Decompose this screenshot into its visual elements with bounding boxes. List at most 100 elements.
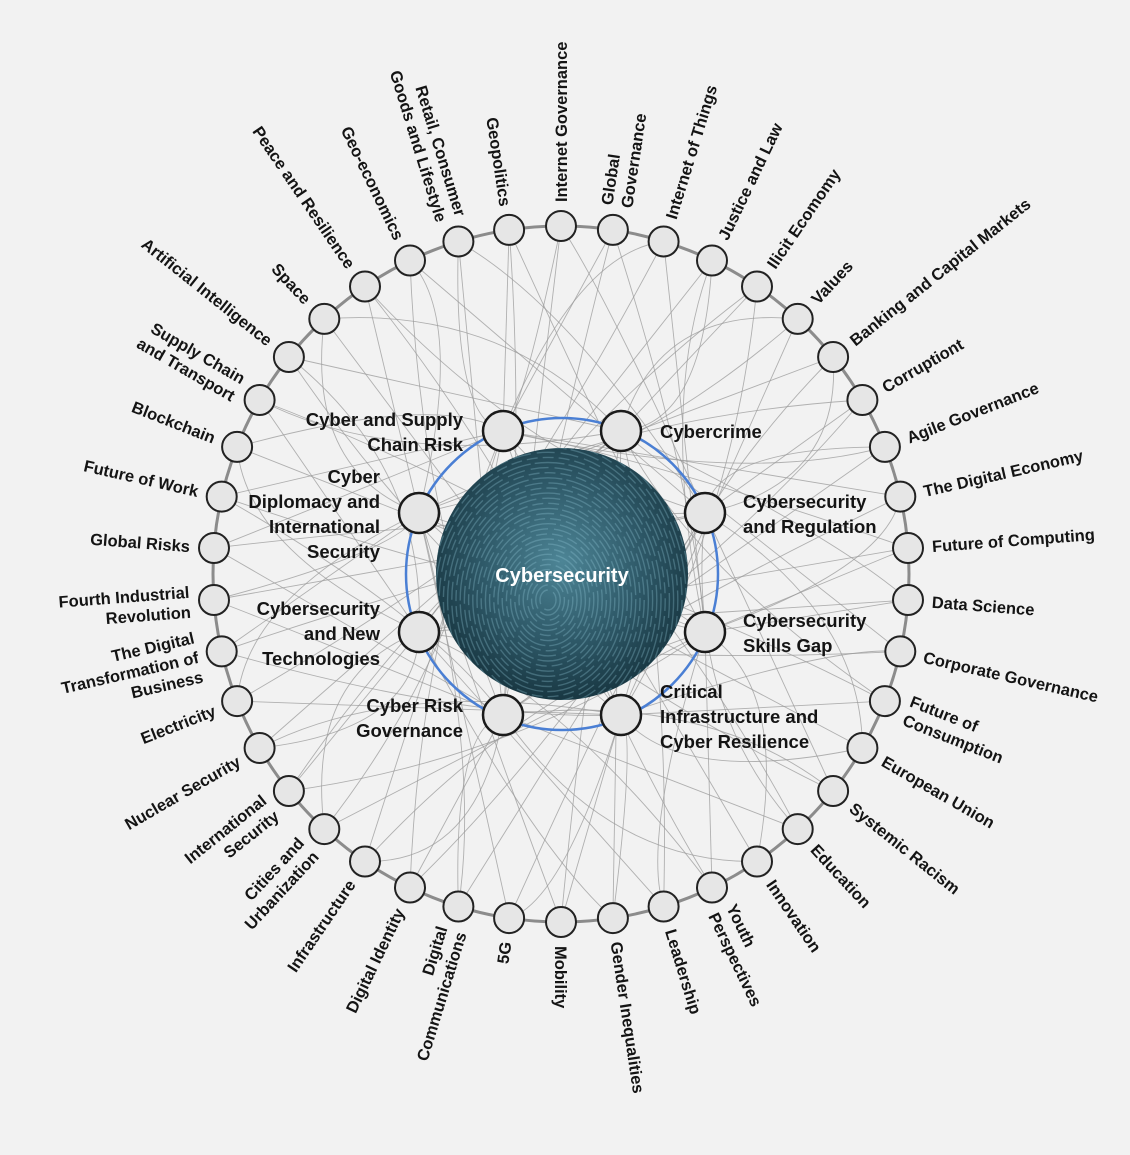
connection-line: [620, 286, 758, 432]
outer-node-leadership[interactable]: [647, 890, 680, 923]
outer-node-geopolitics[interactable]: [493, 213, 526, 246]
outer-node-space[interactable]: [308, 302, 341, 335]
outer-label-line: Global Risks: [90, 531, 191, 556]
connection-line: [560, 225, 706, 514]
outer-label-global-governance: GlobalGovernance: [599, 109, 651, 209]
connection-line: [409, 260, 441, 514]
outer-node-future-of-computing[interactable]: [892, 532, 924, 564]
outer-node-the-digital-transformation-of-business[interactable]: [205, 635, 238, 668]
connection-line: [657, 631, 706, 907]
inner-label-line: Diplomacy and: [248, 491, 380, 512]
outer-label-fourth-industrial-revolution: Fourth IndustrialRevolution: [58, 584, 192, 632]
inner-label-line: Cybercrime: [660, 421, 762, 442]
outer-label-line: Education: [807, 841, 874, 912]
fingerprint-ridge: [455, 487, 641, 700]
outer-node-banking-and-capital-markets[interactable]: [817, 341, 850, 373]
connection-line: [213, 599, 504, 716]
outer-node-international-security[interactable]: [272, 775, 305, 807]
outer-node-digital-identity[interactable]: [394, 871, 426, 904]
outer-label-gender-inequalities: Gender Inequalities: [607, 941, 648, 1095]
outer-node-global-risks[interactable]: [198, 532, 230, 564]
connection-line: [364, 286, 420, 514]
outer-node-internet-governance[interactable]: [545, 210, 577, 242]
connection-line: [502, 430, 901, 498]
outer-node-data-science[interactable]: [892, 584, 924, 616]
outer-label-retail-consumer-goods-and-lifestyle: Retail, ConsumerGoods and Lifestyle: [386, 62, 469, 224]
outer-node-internet-of-things[interactable]: [647, 225, 680, 258]
outer-label-digital-communications: DigitalCommunications: [395, 924, 471, 1063]
connection-line: [502, 229, 614, 432]
center-circle[interactable]: Cybersecurity: [401, 422, 694, 779]
fingerprint-ridge: [480, 517, 616, 683]
outer-node-innovation[interactable]: [741, 845, 773, 878]
outer-node-artificial-intelligence[interactable]: [272, 341, 305, 373]
outer-label-future-of-computing: Future of Computing: [931, 526, 1095, 556]
connection-line: [704, 512, 834, 792]
outer-node-mobility[interactable]: [545, 906, 577, 938]
outer-node-justice-and-law[interactable]: [696, 244, 728, 277]
outer-node-the-digital-economy[interactable]: [884, 480, 917, 513]
inner-node-cybersecurity-skills-gap[interactable]: [683, 610, 727, 654]
outer-node-future-of-consumption[interactable]: [868, 685, 901, 718]
outer-label-line: Infrastructure: [284, 877, 359, 976]
outer-label-line: 5G: [494, 941, 515, 965]
inner-node-cyber-risk-governance[interactable]: [481, 693, 525, 737]
outer-node-ilicit-ecomomy[interactable]: [741, 270, 773, 303]
inner-node-cyber-diplomacy-and-international-security[interactable]: [397, 491, 441, 535]
outer-node-european-union[interactable]: [846, 732, 879, 764]
inner-label-line: Critical: [660, 681, 723, 702]
outer-node-systemic-racism[interactable]: [817, 775, 850, 807]
inner-node-cybercrime[interactable]: [599, 409, 643, 453]
outer-label-innovation: Innovation: [762, 877, 824, 956]
outer-node-5g[interactable]: [493, 902, 526, 935]
fingerprint-ridge: [509, 553, 587, 647]
outer-label-youth-perspectives: YouthPerspectives: [704, 901, 782, 1009]
connection-line: [259, 399, 420, 633]
connection-line: [236, 446, 420, 633]
outer-label-supply-chain-and-transport: Supply Chainand Transport: [134, 317, 249, 405]
connection-line: [704, 399, 863, 514]
outer-label-corporate-governance: Corporate Governance: [921, 649, 1099, 706]
connection-line: [704, 631, 713, 888]
inner-node-cybersecurity-and-new-technologies[interactable]: [397, 610, 441, 654]
outer-node-peace-and-resilience[interactable]: [349, 270, 381, 303]
outer-node-youth-perspectives[interactable]: [696, 871, 728, 904]
outer-node-geo-economics[interactable]: [394, 244, 426, 277]
connection-line: [682, 260, 713, 633]
outer-node-global-governance[interactable]: [596, 213, 629, 246]
fingerprint-ridge: [539, 589, 557, 611]
connection-line: [502, 714, 758, 862]
outer-node-values[interactable]: [781, 302, 814, 335]
outer-node-fourth-industrial-revolution[interactable]: [198, 584, 230, 616]
outer-node-corruptiont[interactable]: [846, 384, 879, 416]
outer-label-line: Leadership: [661, 927, 704, 1016]
outer-node-supply-chain-and-transport[interactable]: [243, 384, 276, 416]
outer-label-line: Internet Governance: [553, 42, 571, 202]
outer-label-leadership: Leadership: [661, 927, 704, 1016]
outer-node-gender-inequalities[interactable]: [596, 902, 629, 935]
outer-node-blockchain[interactable]: [221, 430, 254, 463]
outer-node-corporate-governance[interactable]: [884, 635, 917, 668]
outer-node-electricity[interactable]: [221, 685, 254, 718]
inner-node-cyber-and-supply-chain-risk[interactable]: [481, 409, 525, 453]
connection-line: [409, 260, 706, 514]
inner-node-critical-infrastructure-and-cyber-resilience[interactable]: [599, 693, 643, 737]
inner-label-line: and New: [304, 623, 381, 644]
outer-node-infrastructure[interactable]: [349, 845, 381, 878]
outer-label-line: Agile Governance: [904, 379, 1041, 447]
outer-node-future-of-work[interactable]: [205, 480, 238, 513]
connection-line: [221, 650, 622, 716]
inner-label-line: Chain Risk: [367, 434, 463, 455]
fingerprint-ridge: [530, 579, 566, 621]
outer-node-agile-governance[interactable]: [868, 430, 901, 463]
outer-node-education[interactable]: [781, 813, 814, 846]
outer-node-nuclear-security[interactable]: [243, 732, 276, 764]
inner-label-line: Cybersecurity: [743, 491, 867, 512]
inner-label-line: Cybersecurity: [743, 610, 867, 631]
outer-node-digital-communications[interactable]: [442, 890, 475, 923]
inner-topic-nodes: [397, 409, 727, 737]
outer-label-geopolitics: Geopolitics: [482, 116, 513, 208]
outer-node-cities-and-urbanization[interactable]: [308, 813, 341, 846]
inner-node-cybersecurity-and-regulation[interactable]: [683, 491, 727, 535]
outer-node-retail-consumer-goods-and-lifestyle[interactable]: [442, 225, 475, 258]
